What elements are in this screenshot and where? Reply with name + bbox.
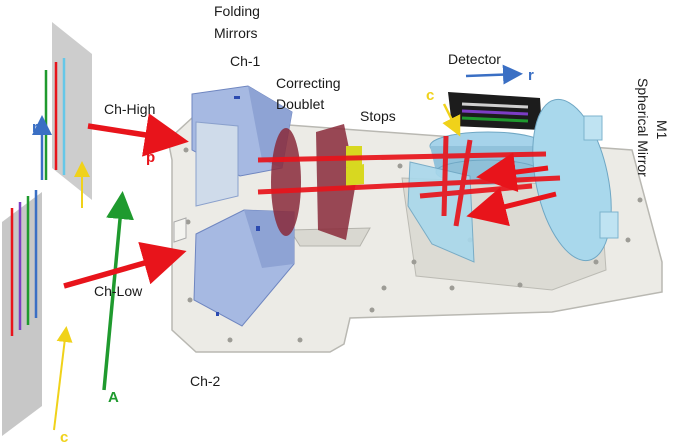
label-folding-mirrors-2: Mirrors <box>214 25 258 41</box>
label-a: A <box>108 389 119 406</box>
lower-slit-plane <box>2 190 42 436</box>
c-axis-arrow-bottom <box>54 330 66 430</box>
label-detector: Detector <box>448 51 501 67</box>
label-ch-high: Ch-High <box>104 101 155 117</box>
label-p: p <box>146 149 155 166</box>
label-r-left: r <box>32 119 38 136</box>
label-ch2: Ch-2 <box>190 373 221 389</box>
label-stops: Stops <box>360 108 396 124</box>
detector <box>448 92 542 130</box>
label-c-bottom: c <box>60 429 68 446</box>
stops <box>346 146 364 186</box>
label-ch-low: Ch-Low <box>94 283 143 299</box>
label-r-detector: r <box>528 67 534 84</box>
label-correcting-doublet-2: Doublet <box>276 96 324 112</box>
label-ch1: Ch-1 <box>230 53 261 69</box>
upper-slit-plane <box>46 22 92 200</box>
ch-low-input-beam <box>64 254 176 286</box>
label-c-detector: c <box>426 87 434 104</box>
label-correcting-doublet-1: Correcting <box>276 75 341 91</box>
label-folding-mirrors-1: Folding <box>214 3 260 19</box>
label-m1: M1 <box>654 120 670 140</box>
r-axis-arrow-detector <box>466 74 518 76</box>
ch-high-input-beam <box>88 126 178 140</box>
label-spherical-mirror: Spherical Mirror <box>635 78 651 177</box>
